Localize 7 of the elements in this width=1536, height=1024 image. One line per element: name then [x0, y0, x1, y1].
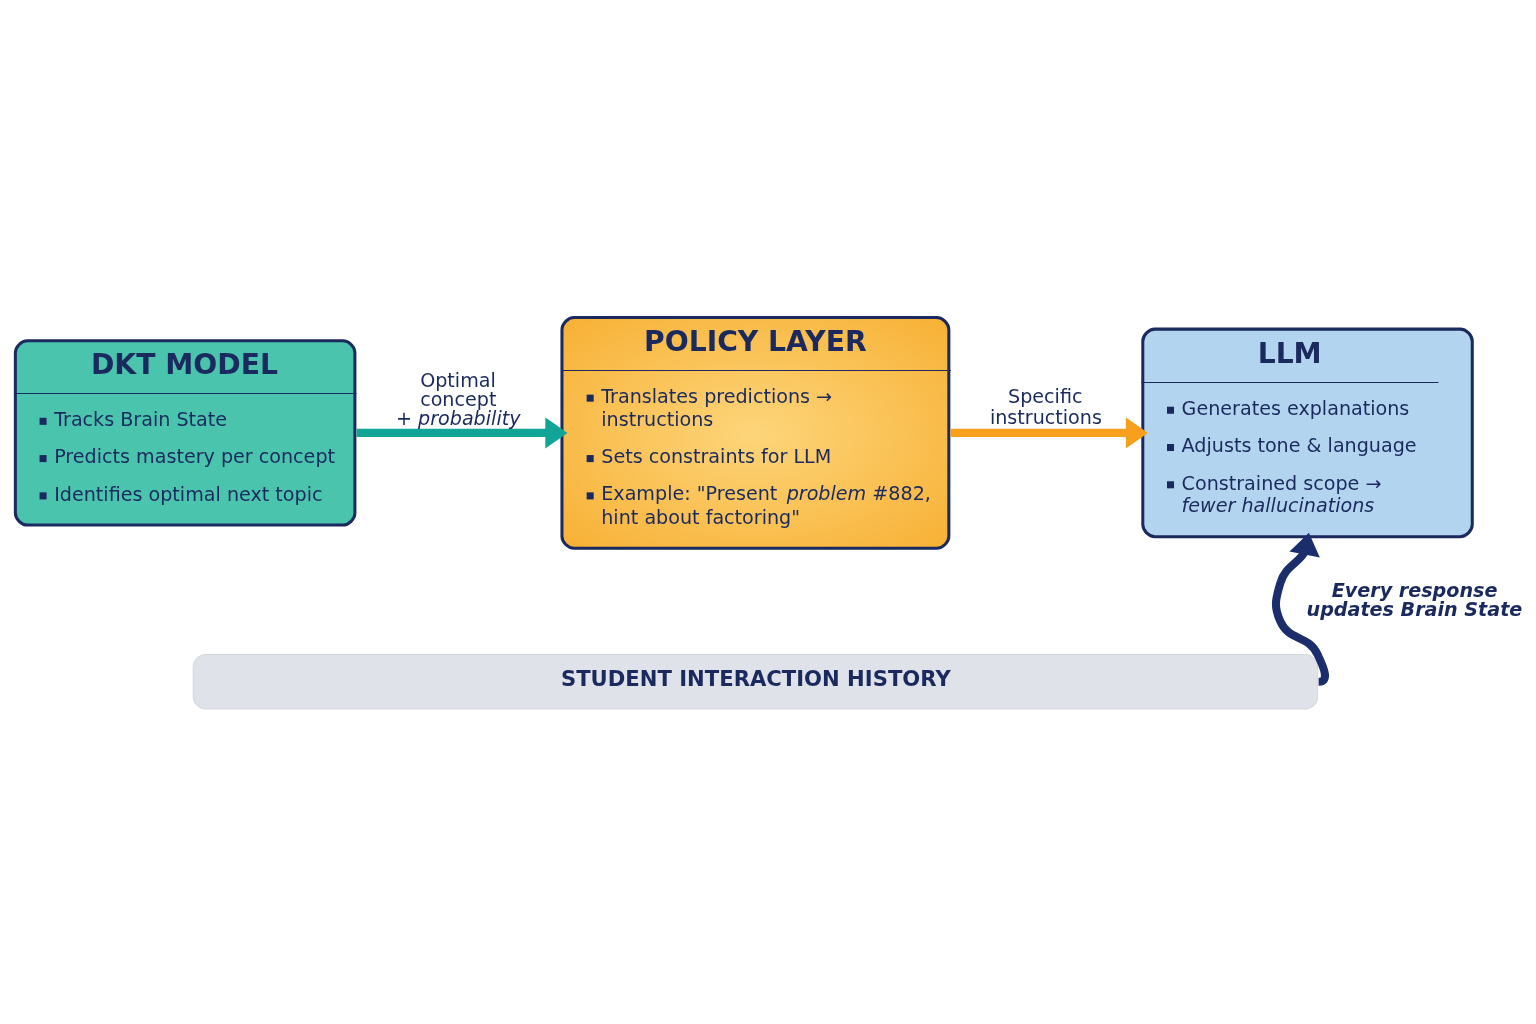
node-box: STUDENT INTERACTION HISTORY	[192, 653, 1319, 709]
edge-label: Every response updates Brain State	[1306, 578, 1523, 621]
edge-label: Specific instructions	[989, 384, 1102, 429]
arrow	[356, 416, 568, 448]
edge-label: Optimal concept + probability	[395, 368, 521, 430]
arrow	[1271, 532, 1329, 686]
arrow	[950, 416, 1148, 448]
